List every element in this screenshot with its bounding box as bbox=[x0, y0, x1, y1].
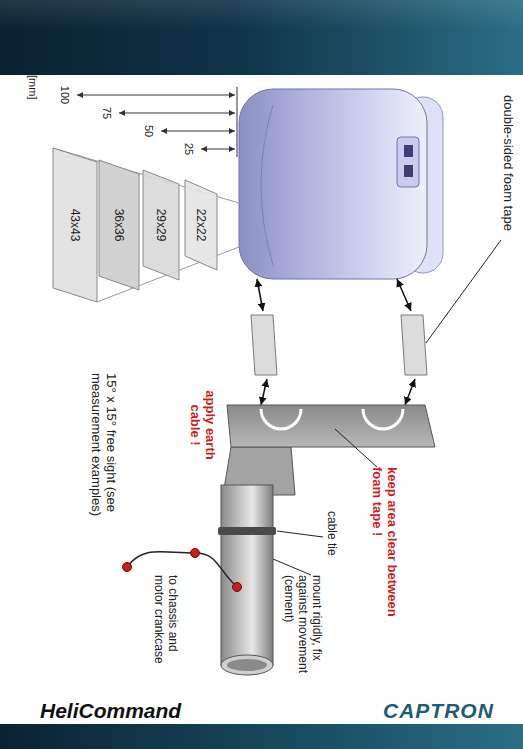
note-text: 15° x 15° free sight (see measurement ex… bbox=[88, 373, 118, 563]
callout-label: to chassis and motor crankcase bbox=[151, 575, 179, 683]
mast-tube bbox=[221, 485, 273, 665]
warning-note: apply earth cable ! bbox=[187, 375, 217, 475]
plane-size: 36x36 bbox=[112, 209, 126, 242]
foam-tape bbox=[251, 315, 277, 375]
leader-line bbox=[426, 240, 501, 343]
plane-size: 29x29 bbox=[154, 209, 168, 242]
dimension-line bbox=[77, 95, 235, 96]
dimension-line bbox=[119, 113, 235, 114]
header-shine bbox=[0, 0, 523, 30]
cable-point bbox=[233, 583, 242, 592]
footer-band bbox=[0, 724, 523, 749]
leader-line bbox=[273, 559, 311, 575]
plane-shape bbox=[185, 180, 217, 270]
product-logo: HeliCommand bbox=[40, 699, 181, 723]
earth-cable bbox=[127, 552, 237, 587]
warning-note: keep area clear between foam tape ! bbox=[369, 467, 399, 617]
plane-size: 43x43 bbox=[68, 209, 82, 242]
dimension-value: 100 bbox=[58, 81, 71, 109]
dimension-line bbox=[161, 131, 235, 132]
dimension-value: 50 bbox=[142, 117, 155, 145]
brand-logo: CAPTRON bbox=[383, 699, 494, 723]
mount-arrow bbox=[257, 279, 263, 311]
plane-text-box: 36x36 bbox=[99, 160, 139, 290]
plate-cutout bbox=[363, 409, 403, 429]
cable-point bbox=[123, 563, 132, 572]
callout-label: cable tie bbox=[324, 511, 338, 556]
connector-slot bbox=[404, 165, 413, 177]
plane-size: 22x22 bbox=[194, 209, 208, 242]
sight-plane: 29x29 bbox=[143, 170, 179, 280]
dimension-value: 75 bbox=[100, 99, 113, 127]
mount-arrow bbox=[405, 379, 415, 405]
cable-tie bbox=[218, 527, 276, 535]
callout-label: mount rigidly, fix against movement (cem… bbox=[282, 575, 323, 693]
sensor-housing bbox=[239, 89, 427, 279]
callout-label: double-sided foam tape bbox=[500, 95, 515, 285]
unit-label: [mm] bbox=[26, 75, 39, 99]
tube-end bbox=[221, 655, 273, 675]
plane-shape bbox=[53, 148, 97, 302]
tube-bore bbox=[227, 659, 267, 671]
plane-shape bbox=[99, 160, 139, 290]
rotated-drawing: double-sided foam tape keep area clear be… bbox=[0, 75, 523, 698]
cable-point bbox=[191, 549, 200, 558]
dimension-value: 25 bbox=[182, 135, 195, 163]
dimension-base bbox=[237, 87, 238, 157]
leader-line bbox=[277, 531, 323, 537]
sight-plane: 36x36 bbox=[99, 160, 139, 290]
leader-line bbox=[335, 429, 377, 467]
dimension-line bbox=[201, 149, 235, 150]
sight-plane: 22x22 bbox=[185, 180, 217, 270]
plane-text-box: 22x22 bbox=[185, 180, 217, 270]
plane-shape bbox=[143, 170, 179, 280]
sight-plane: 43x43 bbox=[53, 148, 97, 302]
plate-cutout bbox=[261, 409, 301, 429]
mount-arrow bbox=[261, 379, 267, 405]
connector bbox=[397, 137, 419, 187]
bracket-plate bbox=[227, 405, 435, 447]
sensor-edge bbox=[261, 105, 273, 265]
plane-text-box: 43x43 bbox=[53, 148, 97, 302]
connector-slot bbox=[404, 145, 413, 157]
mount-arrow bbox=[397, 279, 411, 311]
foam-tape bbox=[401, 315, 427, 375]
plane-text-box: 29x29 bbox=[143, 170, 179, 280]
